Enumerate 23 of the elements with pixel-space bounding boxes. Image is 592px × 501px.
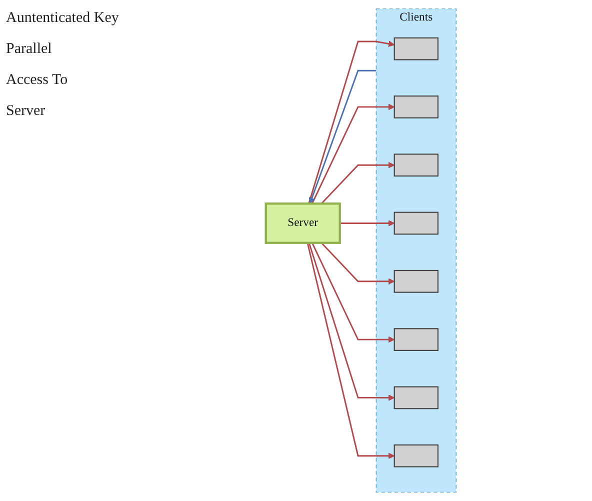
- arrow: [320, 242, 395, 285]
- node-box: Server: [264, 202, 341, 244]
- line-label: Access To: [6, 72, 69, 89]
- node-box: [394, 212, 438, 235]
- node-box: [394, 328, 438, 351]
- node-box: [394, 444, 438, 468]
- arrow: [320, 162, 395, 204]
- arrow: [308, 40, 395, 204]
- node-box: [394, 386, 438, 410]
- arrow: [340, 220, 395, 226]
- line-label: Parallel: [6, 41, 53, 58]
- cluster: Clients: [376, 8, 456, 493]
- arrow: [306, 242, 395, 460]
- arrow: [308, 70, 376, 204]
- arrow: [312, 104, 395, 204]
- node-box: [394, 37, 438, 60]
- node-box: [394, 96, 438, 118]
- line-label: Server: [6, 103, 46, 120]
- arrow: [308, 242, 395, 401]
- arrow: [312, 242, 395, 343]
- line-label: Auntenticated Key: [6, 10, 120, 27]
- node-box: [394, 270, 438, 293]
- node-box: [394, 154, 438, 177]
